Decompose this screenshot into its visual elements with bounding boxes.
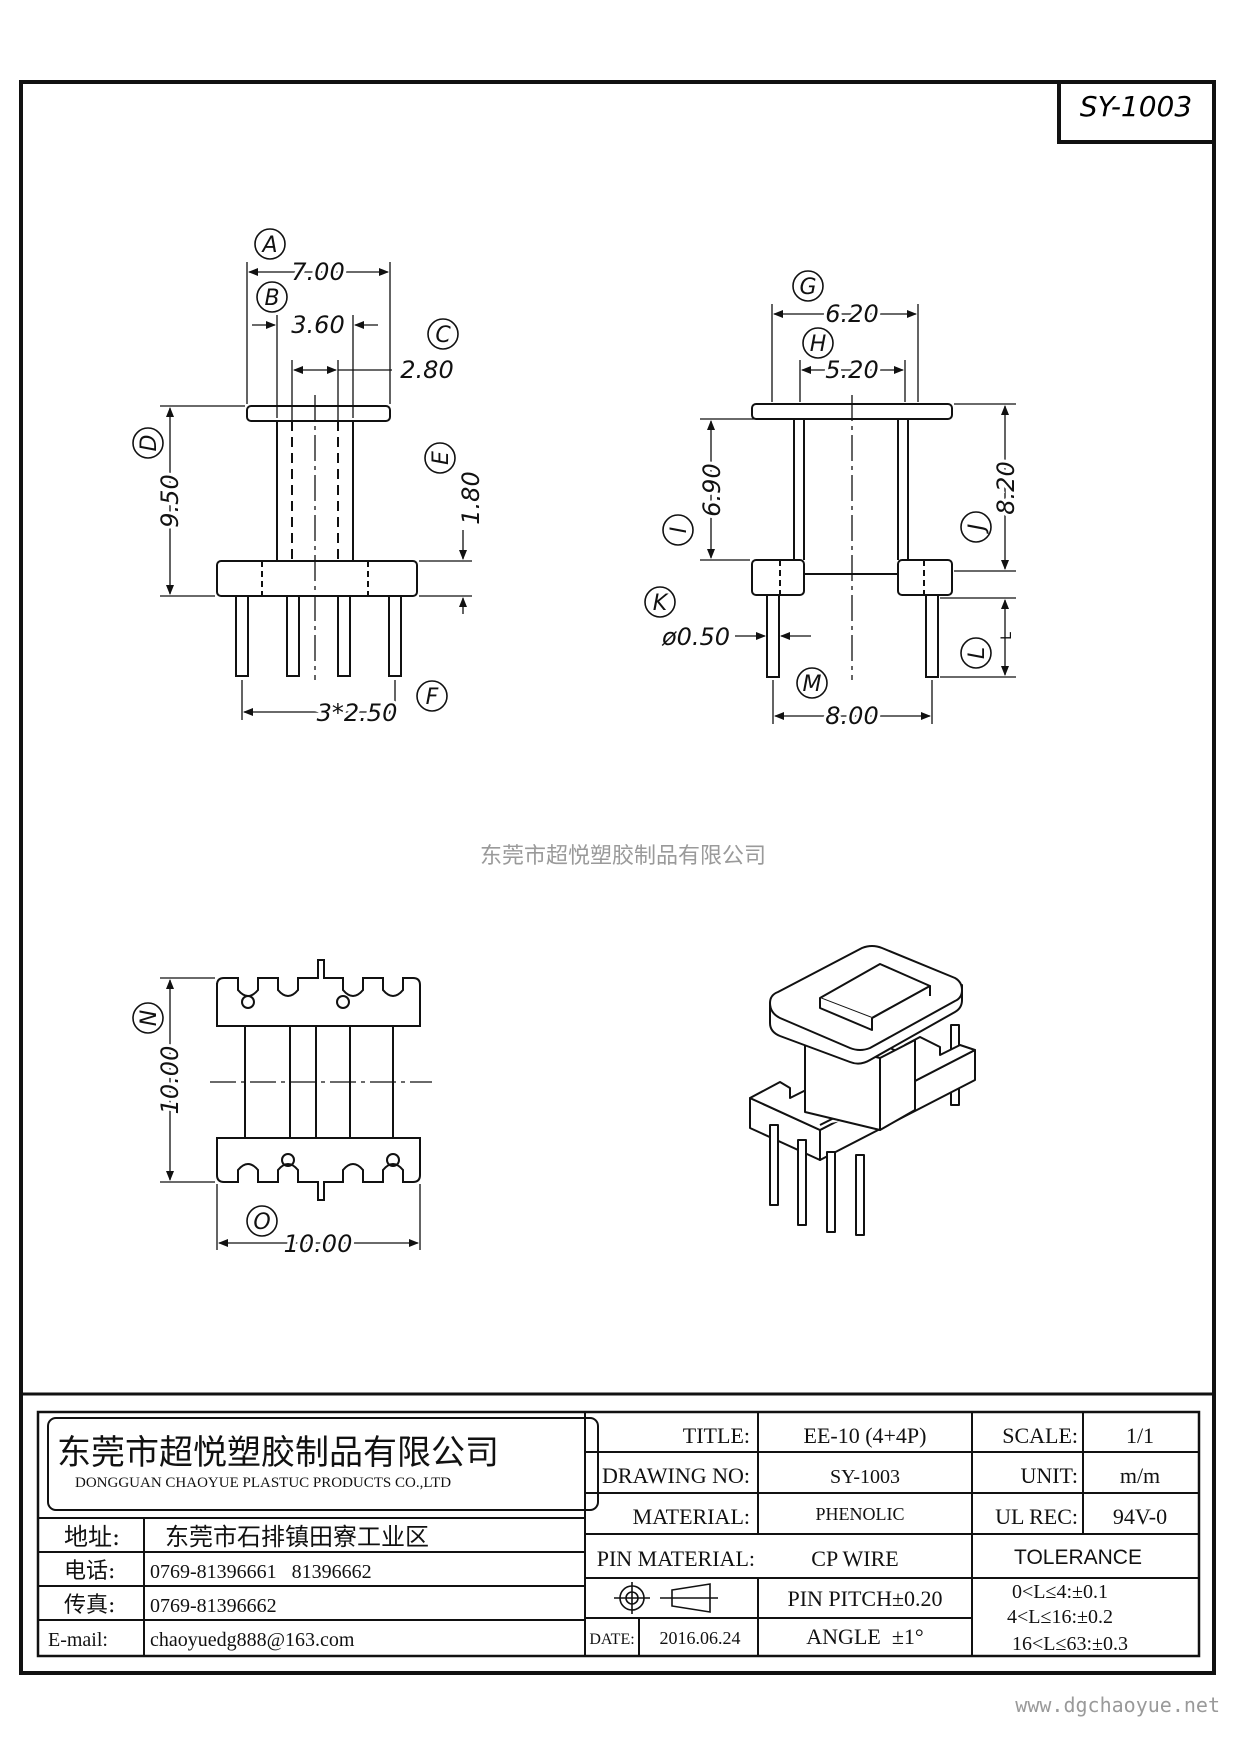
marker-n: N <box>132 1002 164 1034</box>
title-block <box>21 1392 1214 1658</box>
marker-l: L <box>960 637 992 669</box>
svg-text:D: D <box>137 435 162 452</box>
marker-i: I <box>662 514 694 546</box>
pin-material-value: CP WIRE <box>811 1546 898 1571</box>
marker-h: H <box>802 327 834 359</box>
scale-value: 1/1 <box>1126 1423 1154 1448</box>
dim-l-value: L <box>999 632 1015 640</box>
pin-pitch: PIN PITCH±0.20 <box>787 1586 942 1611</box>
marker-o: O <box>246 1205 278 1237</box>
drawing-no-value: SY-1003 <box>830 1466 900 1488</box>
side-view-dim-labels: 6.20 5.20 6.90 8.20 ø0.50 L 8.00 <box>661 297 1023 733</box>
date-label: DATE: <box>589 1631 634 1648</box>
dim-c-value: 2.80 <box>400 356 453 384</box>
projection-symbol <box>614 1582 718 1614</box>
dim-o-value: 10.00 <box>284 1230 353 1258</box>
side-view-dimensions <box>700 304 1016 724</box>
svg-text:J: J <box>965 524 990 535</box>
title-label: TITLE: <box>683 1423 750 1448</box>
bottom-view-dim-labels: 10.00 10.00 <box>153 1043 355 1261</box>
scale-label: SCALE: <box>1002 1423 1078 1448</box>
svg-text:A: A <box>260 233 277 258</box>
svg-text:L: L <box>965 647 990 659</box>
drawing-code: SY-1003 <box>1080 90 1192 123</box>
company-name-cn: 东莞市超悦塑胶制品有限公司 <box>57 1433 499 1473</box>
marker-k: K <box>644 586 676 618</box>
marker-m: M <box>796 667 828 699</box>
svg-text:B: B <box>264 286 279 311</box>
marker-g: G <box>792 270 824 302</box>
title-block-text: 东莞市超悦塑胶制品有限公司 DONGGUAN CHAOYUE PLASTUC P… <box>48 1423 1167 1655</box>
dim-k-value: ø0.50 <box>661 623 730 651</box>
svg-text:N: N <box>137 1010 162 1026</box>
marker-f: F <box>416 680 448 712</box>
side-view <box>751 395 953 680</box>
ul-label: UL REC: <box>995 1504 1078 1529</box>
title-value: EE-10 (4+4P) <box>804 1423 927 1448</box>
marker-d: D <box>132 427 164 459</box>
svg-text:F: F <box>426 685 439 710</box>
tolerance-1: 0<L≤4:±0.1 <box>1012 1581 1108 1603</box>
svg-text:E: E <box>429 451 454 465</box>
phone-value: 0769-81396661 81396662 <box>150 1561 372 1583</box>
tolerance-2: 4<L≤16:±0.2 <box>1007 1606 1113 1628</box>
dim-m-value: 8.00 <box>825 702 878 730</box>
svg-text:O: O <box>253 1210 270 1235</box>
svg-text:G: G <box>799 275 816 300</box>
svg-text:H: H <box>810 332 827 357</box>
dim-j-value: 8.20 <box>992 461 1020 514</box>
tolerance-3: 16<L≤63:±0.3 <box>1012 1633 1128 1655</box>
svg-text:K: K <box>653 591 669 616</box>
drawing-no-label: DRAWING NO: <box>602 1463 750 1488</box>
svg-text:M: M <box>803 672 822 697</box>
dim-f-value: 3*2.50 <box>317 699 398 727</box>
marker-j: J <box>960 511 992 543</box>
pin-material-label: PIN MATERIAL: <box>597 1546 755 1571</box>
address-label: 地址: <box>64 1523 120 1551</box>
svg-text:I: I <box>667 527 692 534</box>
dim-e-value: 1.80 <box>457 471 485 524</box>
front-view <box>216 395 418 680</box>
dim-b-value: 3.60 <box>291 311 344 339</box>
fax-value: 0769-81396662 <box>150 1595 277 1617</box>
address-value: 东莞市石排镇田寮工业区 <box>165 1523 429 1551</box>
ul-value: 94V-0 <box>1113 1504 1167 1529</box>
dim-i-value: 6.90 <box>698 463 726 516</box>
material-value: PHENOLIC <box>816 1504 905 1524</box>
unit-label: UNIT: <box>1020 1463 1078 1488</box>
circled-markers: A B C D E F G H I J K L M N O <box>132 228 992 1237</box>
fax-label: 传真: <box>64 1593 115 1618</box>
bottom-view <box>210 959 432 1201</box>
dim-a-value: 7.00 <box>291 258 344 286</box>
company-name-en: DONGGUAN CHAOYUE PLASTUC PRODUCTS CO.,LT… <box>75 1475 451 1491</box>
dim-g-value: 6.20 <box>825 300 878 328</box>
dim-d-value: 9.50 <box>156 474 184 527</box>
watermark-text: 东莞市超悦塑胶制品有限公司 <box>480 844 766 869</box>
marker-e: E <box>424 442 456 474</box>
material-label: MATERIAL: <box>633 1504 750 1529</box>
date-value: 2016.06.24 <box>660 1628 741 1648</box>
unit-value: m/m <box>1120 1463 1160 1488</box>
isometric-view <box>749 945 976 1236</box>
phone-label: 电话: <box>64 1559 115 1584</box>
svg-text:C: C <box>435 323 451 348</box>
dim-h-value: 5.20 <box>825 356 878 384</box>
email-value: chaoyuedg888@163.com <box>150 1629 355 1651</box>
site-url: www.dgchaoyue.net <box>1015 1693 1220 1717</box>
bottom-view-dimensions <box>160 977 421 1250</box>
outer-frame <box>19 80 1216 1675</box>
marker-a: A <box>254 228 286 260</box>
dim-n-value: 10.00 <box>156 1046 184 1115</box>
email-label: E-mail: <box>48 1629 108 1651</box>
tolerance-label: TOLERANCE <box>1014 1546 1142 1569</box>
drawing-code-box: SY-1003 <box>1057 80 1216 144</box>
front-view-dimensions <box>160 262 472 720</box>
marker-c: C <box>427 318 459 350</box>
angle-tolerance: ANGLE ±1° <box>806 1624 923 1649</box>
marker-b: B <box>256 281 288 313</box>
front-view-dim-labels: 7.00 3.60 2.80 9.50 1.80 3*2.50 <box>153 255 485 730</box>
